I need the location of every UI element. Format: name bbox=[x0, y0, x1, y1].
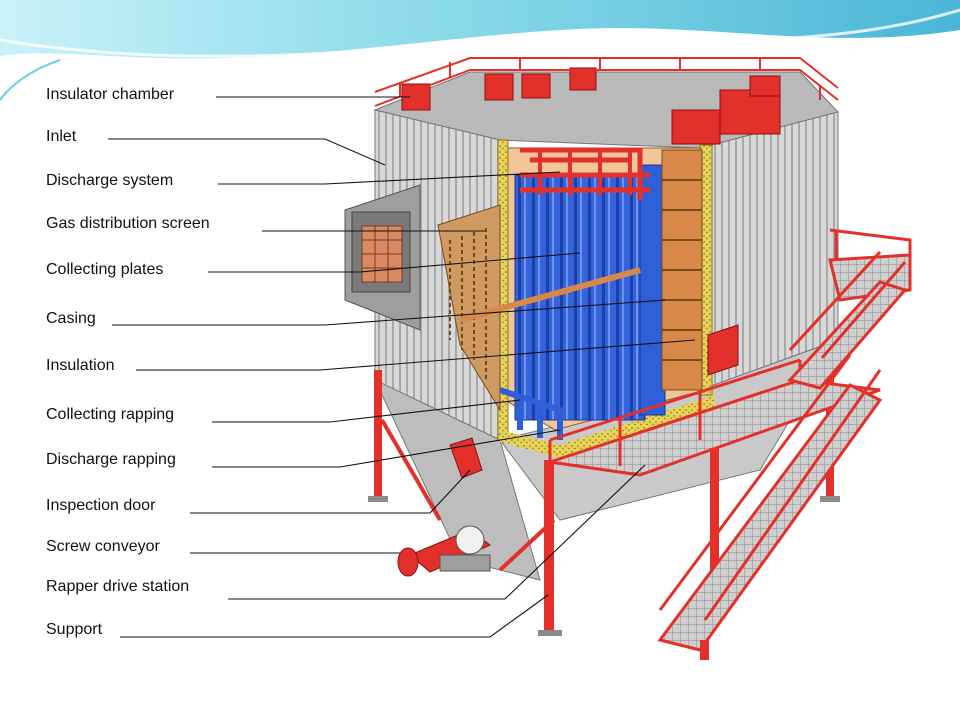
leader-discharge-rapping bbox=[212, 429, 561, 468]
label-discharge-rapping: Discharge rapping bbox=[46, 451, 176, 468]
leader-support bbox=[120, 594, 549, 638]
leader-casing bbox=[112, 299, 666, 326]
label-insulation: Insulation bbox=[46, 357, 115, 374]
label-discharge-system: Discharge system bbox=[46, 172, 174, 189]
label-inlet: Inlet bbox=[46, 128, 77, 145]
stairs bbox=[657, 250, 908, 660]
leader-insulation bbox=[136, 339, 696, 371]
screw-conveyor bbox=[397, 525, 491, 577]
leader-rapper-drive-station bbox=[228, 464, 646, 600]
label-inspection-door: Inspection door bbox=[46, 497, 156, 514]
roof-equipment bbox=[374, 57, 839, 145]
label-casing: Casing bbox=[46, 310, 96, 327]
label-screw-conveyor: Screw conveyor bbox=[46, 538, 160, 555]
label-gas-distribution-screen: Gas distribution screen bbox=[46, 215, 210, 232]
leader-lines bbox=[108, 96, 696, 638]
cutaway-interior bbox=[437, 139, 739, 479]
platform bbox=[548, 228, 912, 477]
leader-collecting-plates bbox=[208, 252, 581, 273]
label-rapper-drive-station: Rapper drive station bbox=[46, 578, 190, 595]
label-collecting-plates: Collecting plates bbox=[46, 261, 164, 278]
top-wave-decoration bbox=[0, 0, 960, 101]
label-collecting-rapping: Collecting rapping bbox=[46, 406, 175, 423]
label-insulator-chamber: Insulator chamber bbox=[46, 86, 175, 103]
leader-discharge-system bbox=[218, 171, 561, 185]
label-support: Support bbox=[46, 621, 103, 638]
leader-inlet bbox=[108, 138, 386, 166]
leader-inspection-door bbox=[190, 469, 471, 514]
leader-collecting-rapping bbox=[212, 399, 521, 423]
